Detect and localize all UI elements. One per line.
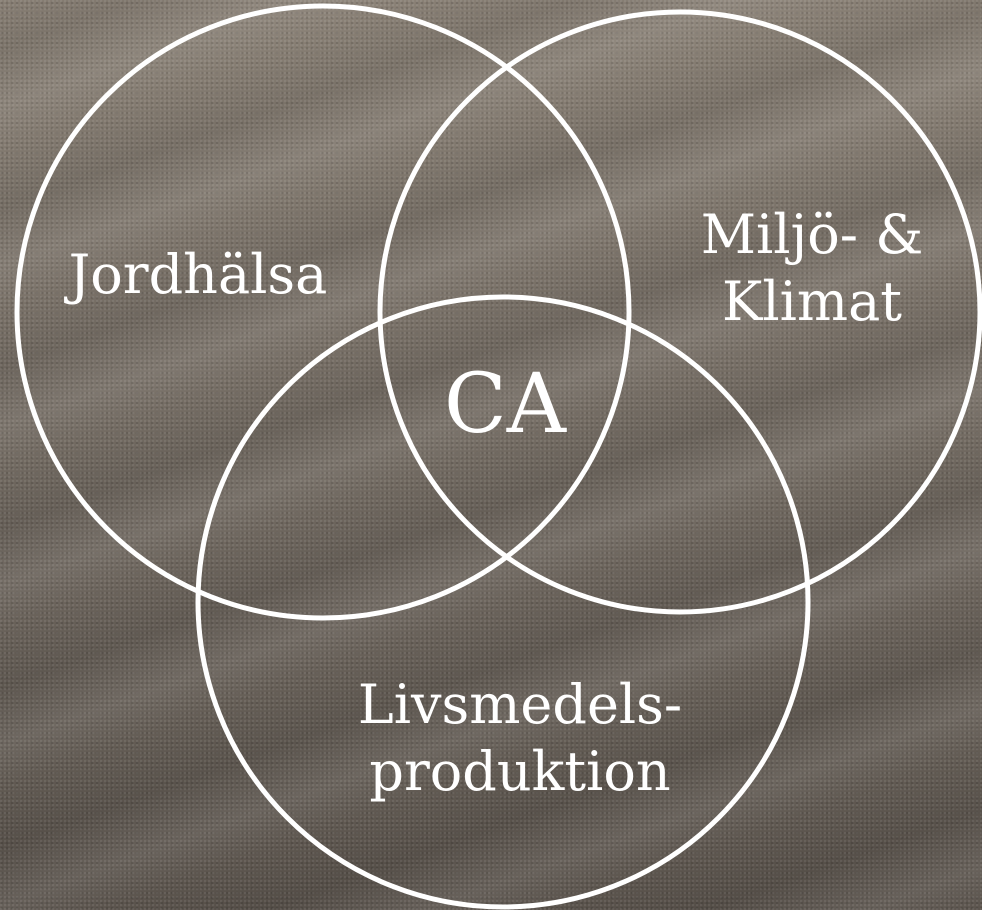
label-livsmedels-line2: produktion xyxy=(369,740,670,803)
label-jordhalsa: Jordhälsa xyxy=(64,243,328,306)
label-miljo-klimat-line1: Miljö- & xyxy=(701,203,924,266)
circle-livsmedelsproduktion xyxy=(195,294,811,910)
label-livsmedels-line1: Livsmedels- xyxy=(358,673,682,736)
circle-miljo-klimat xyxy=(377,9,982,615)
label-ca: CA xyxy=(444,357,568,452)
circle-jordhalsa xyxy=(14,3,632,621)
label-miljo-klimat-line2: Klimat xyxy=(722,270,902,333)
